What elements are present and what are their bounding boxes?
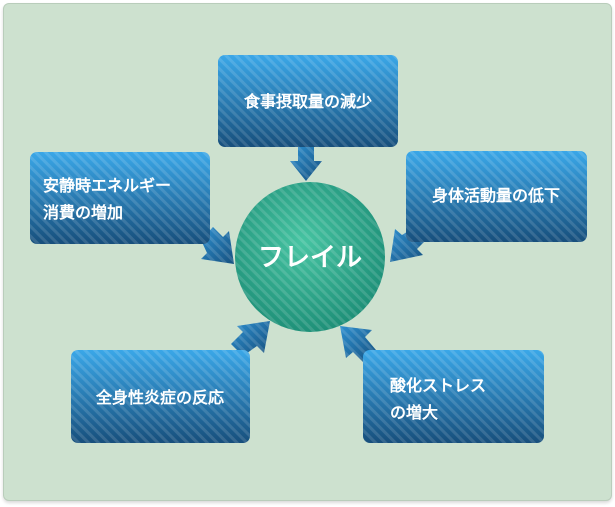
box-activity: 身体活動量の低下 — [406, 151, 587, 242]
factor-stress-label-line1: 酸化ストレス — [390, 376, 486, 395]
factor-inflammation-label: 全身性炎症の反応 — [95, 388, 224, 407]
factor-energy-label-line1: 安静時エネルギー — [43, 176, 171, 195]
center-frailty-circle: フレイル — [235, 182, 385, 332]
box-inflammation: 全身性炎症の反応 — [71, 350, 250, 443]
factor-stress-label-line2: の増大 — [390, 403, 438, 422]
center-label: フレイル — [258, 243, 362, 273]
box-energy: 安静時エネルギー 消費の増加 — [30, 152, 210, 244]
box-food: 食事摂取量の減少 — [218, 55, 398, 147]
arrow-food — [290, 146, 322, 181]
factor-activity-label: 身体活動量の低下 — [432, 186, 560, 205]
factor-food-label: 食事摂取量の減少 — [243, 92, 372, 111]
box-stress: 酸化ストレス の増大 — [363, 350, 544, 443]
arrow-inflammation — [231, 321, 270, 356]
factor-energy-label-line2: 消費の増加 — [43, 203, 123, 222]
